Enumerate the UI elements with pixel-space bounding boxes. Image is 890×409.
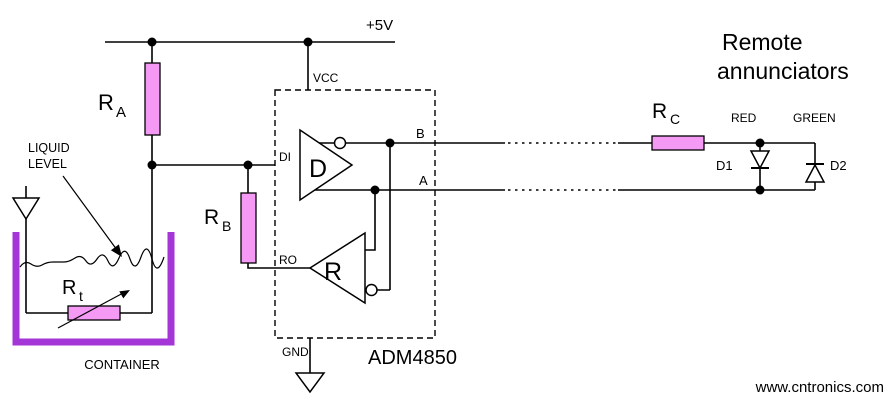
resistor-rc-group: R C: [651, 100, 705, 151]
adm4850-group: VCC DI RO GND ADM4850 D R B A: [274, 71, 457, 369]
variable-arrow-head: [119, 290, 130, 299]
thermistor-rt-group: R t: [57, 277, 130, 329]
pin-label-a: A: [419, 173, 428, 188]
liquid-surface-wave: [19, 248, 165, 269]
driver-label: D: [309, 155, 327, 183]
red-label: RED: [731, 111, 757, 125]
ra-label: R: [98, 90, 114, 115]
wire: [365, 190, 376, 251]
junction-dot: [147, 37, 157, 47]
liquid-level-callout: LIQUID LEVEL: [28, 141, 122, 257]
heading-line2: annunciators: [717, 58, 849, 84]
resistor-rb: [240, 192, 257, 264]
liquid-level-label-line2: LEVEL: [28, 157, 67, 171]
supply-voltage-label: +5V: [366, 17, 393, 34]
remote-annunciators-heading: Remote annunciators: [717, 29, 849, 84]
d2-label: D2: [830, 158, 847, 173]
resistor-rb-group: R B: [204, 165, 275, 269]
pin-label-vcc: VCC: [313, 71, 339, 85]
ra-label-subscript: A: [116, 104, 126, 121]
led-d2-triangle: [804, 163, 826, 183]
rt-label: R: [62, 277, 76, 299]
driver-inversion-bubble: [333, 136, 347, 150]
junction-dot: [755, 185, 765, 195]
adm4850-dashed-box: [274, 89, 436, 339]
pointer-arrow-head: [110, 244, 122, 257]
ground-triangle: [294, 372, 326, 394]
variable-arrow-line: [57, 291, 126, 329]
rb-label-subscript: B: [222, 218, 231, 234]
chip-name-label: ADM4850: [368, 347, 457, 369]
heading-line1: Remote: [722, 29, 803, 55]
wire: [247, 263, 275, 269]
thermistor-rt: [67, 305, 121, 321]
receiver-label: R: [324, 258, 342, 286]
resistor-rc: [651, 135, 705, 151]
resistor-ra: [144, 62, 161, 136]
resistor-ra-group: R A: [98, 62, 161, 165]
rc-label-subscript: C: [670, 111, 680, 127]
driver-triangle: [299, 128, 354, 202]
ground-symbol-left: [11, 186, 68, 314]
led-d1-triangle: [749, 150, 771, 170]
container-outline: [12, 232, 175, 346]
junction-dot: [755, 138, 765, 148]
pin-label-b: B: [416, 126, 425, 141]
receiver-inversion-bubble: [365, 283, 378, 297]
ground-symbol-bottom: [294, 338, 326, 394]
junction-dot: [303, 37, 313, 47]
container-group: CONTAINER: [12, 232, 175, 372]
ground-triangle: [11, 197, 41, 221]
container-label: CONTAINER: [84, 357, 160, 372]
liquid-level-label-line1: LIQUID: [28, 141, 70, 155]
green-label: GREEN: [793, 111, 836, 125]
pin-label-gnd: GND: [282, 345, 309, 359]
rt-label-subscript: t: [79, 288, 83, 304]
d1-label: D1: [716, 158, 733, 173]
pin-label-di: DI: [279, 150, 291, 164]
junction-dot: [147, 160, 157, 170]
receiver-triangle: [308, 231, 366, 305]
led-d1-group: D1 RED: [716, 111, 771, 195]
rb-label: R: [204, 206, 219, 229]
pin-label-ro: RO: [279, 253, 297, 267]
power-rail: +5V: [105, 17, 395, 90]
pointer-arrow-line: [62, 175, 118, 251]
watermark-text: www.cntronics.com: [755, 379, 884, 396]
rc-label: R: [652, 100, 667, 123]
led-d2-group: D2 GREEN: [793, 111, 847, 190]
